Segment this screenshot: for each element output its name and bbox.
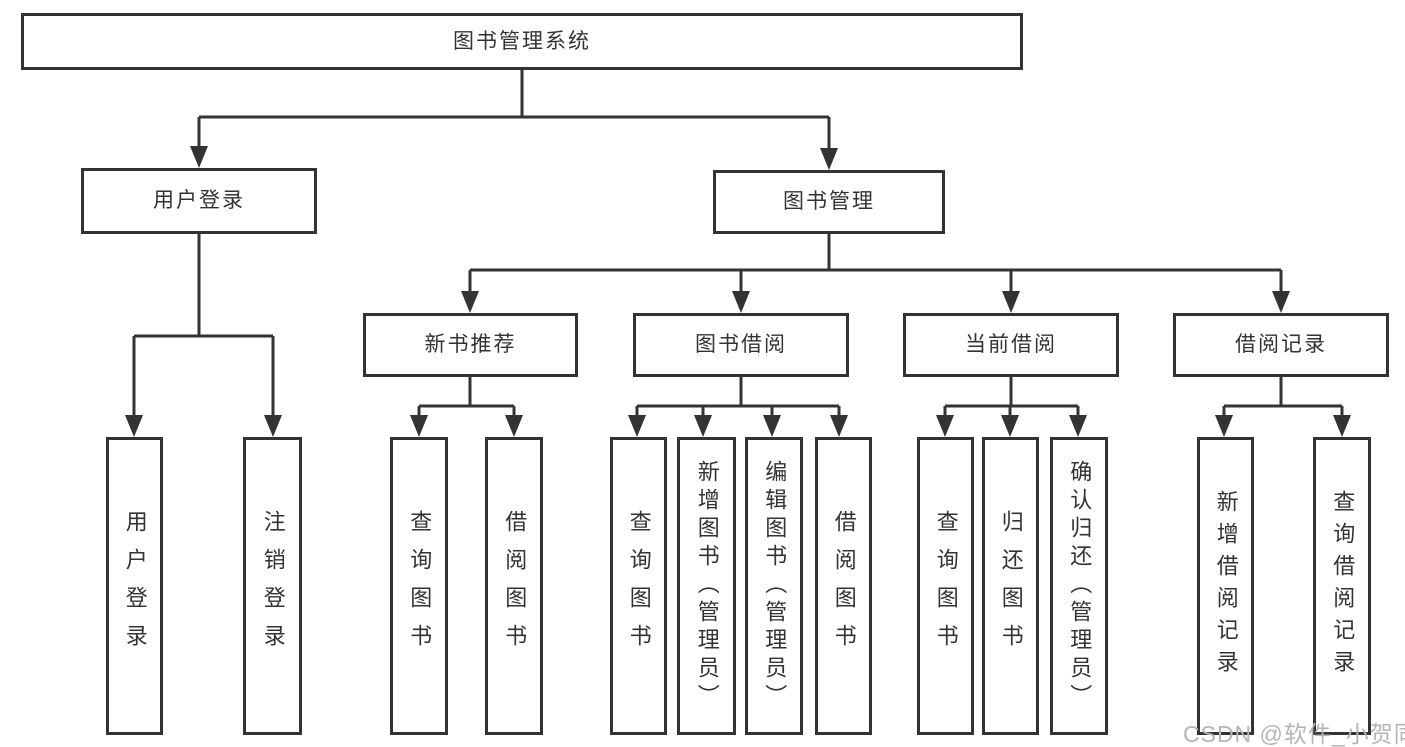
node-book-management: 图书管理 (713, 170, 945, 234)
arrowheads (125, 146, 1351, 437)
connector-borrowing-to-leaves (635, 377, 841, 419)
leaf-confirm-return-admin: 确认归还（管理员） (1050, 437, 1108, 735)
leaf-query-books-recommend: 查询图书 (390, 437, 448, 735)
connector-current-to-leaves (943, 377, 1080, 419)
leaf-return-books: 归还图书 (982, 437, 1039, 735)
node-user-login: 用户登录 (81, 168, 317, 234)
node-new-book-recommend: 新书推荐 (363, 313, 578, 377)
node-root-library-system: 图书管理系统 (21, 13, 1023, 70)
connector-records-to-leaves (1222, 377, 1344, 419)
node-borrowing-records: 借阅记录 (1173, 313, 1389, 377)
connector-bookmgmt-to-level3 (468, 234, 1283, 295)
leaf-user-login: 用户登录 (106, 437, 163, 735)
leaf-logout: 注销登录 (243, 437, 302, 735)
leaf-query-borrow-record: 查询借阅记录 (1313, 437, 1371, 735)
csdn-watermark: CSDN @软件_小贺同学 (1183, 721, 1405, 747)
connector-newbooks-to-leaves (417, 377, 516, 419)
leaf-edit-books-admin: 编辑图书（管理员） (745, 437, 803, 735)
node-current-borrowing: 当前借阅 (903, 313, 1119, 377)
leaf-add-books-admin: 新增图书（管理员） (677, 437, 736, 735)
leaf-add-borrow-record: 新增借阅记录 (1197, 437, 1254, 735)
connector-root-to-level2 (197, 70, 831, 152)
leaf-borrow-books-recommend: 借阅图书 (485, 437, 543, 735)
leaf-query-books-borrowing: 查询图书 (610, 437, 667, 735)
connector-userlogin-to-leaves (132, 234, 275, 419)
node-book-borrowing: 图书借阅 (633, 313, 849, 377)
leaf-query-books-current: 查询图书 (917, 437, 974, 735)
leaf-borrow-books: 借阅图书 (815, 437, 872, 735)
